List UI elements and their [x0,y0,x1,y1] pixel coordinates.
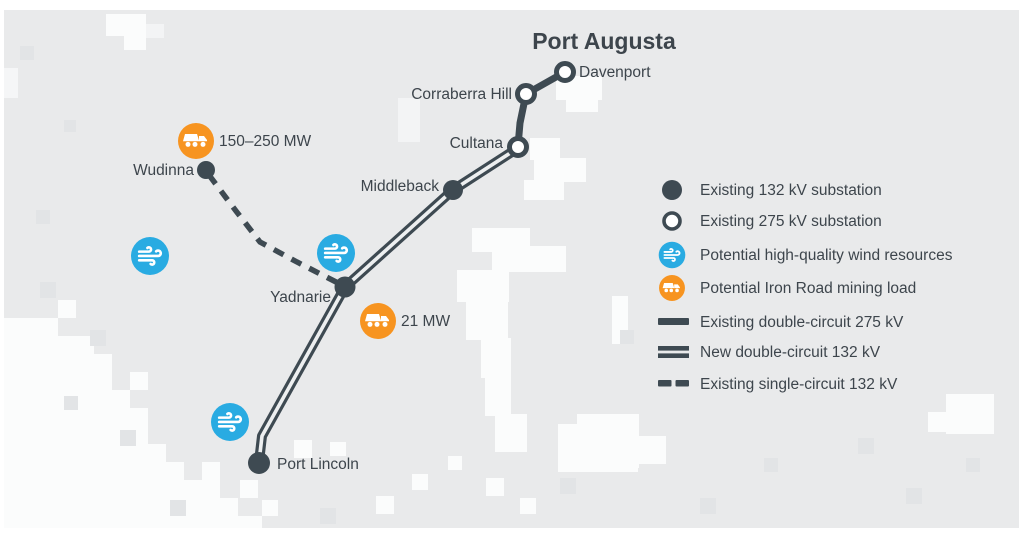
station-davenport-node [554,61,576,83]
mining-load-label-south: 21 MW [401,313,450,330]
mining-load-label-north: 150–250 MW [219,133,312,150]
legend-label: Existing 275 kV substation [700,213,882,230]
legend-item-275kv-substation: Existing 275 kV substation [662,211,882,231]
station-corraberra-hill-node [515,83,537,105]
dashed-line-icon [658,380,689,387]
open-circle-icon [662,211,682,231]
station-label-yadnarie: Yadnarie [270,289,331,306]
wind-resource-icon-yadnarie [317,234,355,272]
legend-item-mining-load: Potential Iron Road mining load [659,275,916,301]
map-title: Port Augusta [532,28,676,54]
station-middleback-node [443,180,463,200]
mining-load-icon-north [178,123,214,159]
legend-item-new-132kv-line: New double-circuit 132 kV [658,344,881,361]
truck-icon [659,275,685,301]
legend-label: Potential Iron Road mining load [700,280,916,297]
station-wudinna-node [197,161,215,179]
solid-line-icon [658,318,689,325]
map-terrain-patches [4,14,994,528]
substations-275kv [507,61,576,158]
map-terrain-shadow-patches [20,46,980,524]
station-label-cultana: Cultana [450,135,504,152]
mining-load-icon-south [360,303,396,339]
legend-label: New double-circuit 132 kV [700,344,881,361]
legend-label: Existing single-circuit 132 kV [700,376,898,393]
station-label-wudinna: Wudinna [133,162,194,179]
legend-item-132kv-substation: Existing 132 kV substation [662,180,882,200]
wind-icon [658,241,686,269]
legend-item-single-132kv-line: Existing single-circuit 132 kV [658,376,898,393]
legend-label: Existing double-circuit 275 kV [700,314,904,331]
filled-circle-icon [662,180,682,200]
station-label-middleback: Middleback [361,178,440,195]
station-port-lincoln-node [248,452,270,474]
legend-item-existing-275kv-line: Existing double-circuit 275 kV [658,314,904,331]
legend-label: Potential high-quality wind resources [700,247,953,264]
line-existing-double-circuit-275kv [514,68,569,150]
station-label-davenport: Davenport [579,64,651,81]
substations-132kv [197,161,463,474]
wind-resource-icon-west [131,237,169,275]
wind-resource-icon-south [211,403,249,441]
legend-label: Existing 132 kV substation [700,182,882,199]
station-label-port-lincoln: Port Lincoln [277,456,359,473]
station-cultana-node [507,136,529,158]
double-line-icon [658,346,689,358]
legend: Existing 132 kV substation Existing 275 … [658,180,953,393]
station-label-corraberra-hill: Corraberra Hill [411,86,512,103]
line-existing-single-circuit-132kv [206,173,342,287]
station-yadnarie-node [334,276,356,298]
legend-item-wind-resources: Potential high-quality wind resources [658,241,953,269]
